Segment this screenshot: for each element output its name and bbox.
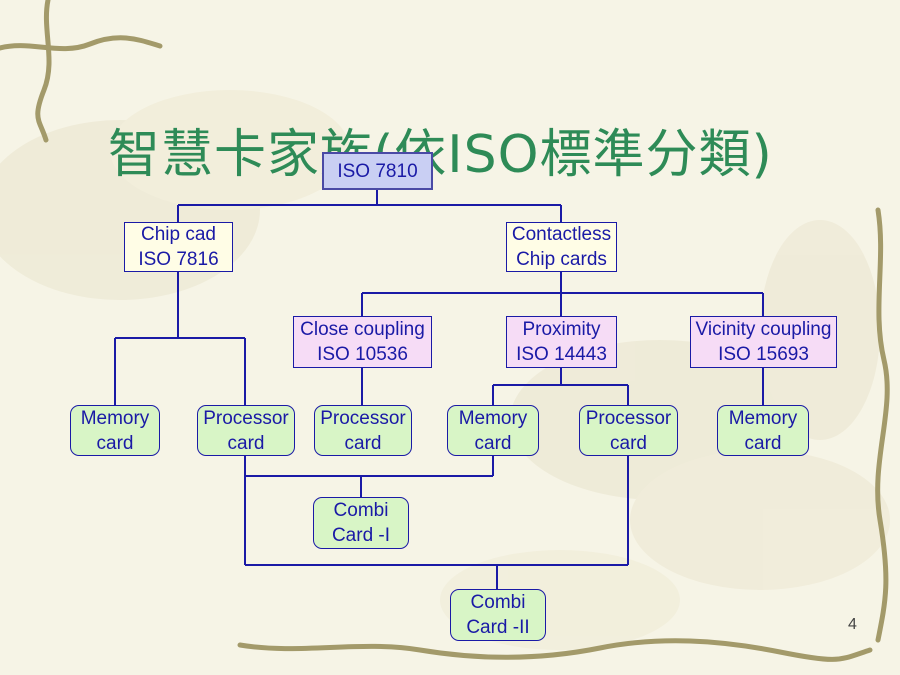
- connector-contactless-to-couplings: [361, 272, 764, 316]
- node-contactless: Contactless Chip cards: [506, 222, 617, 272]
- node-memory-card-vicinity: Memory card: [717, 405, 809, 456]
- node-proximity: Proximity ISO 14443: [506, 316, 617, 368]
- node-label: Combi: [470, 592, 526, 613]
- node-processor-card-contact: Processor card: [197, 405, 295, 456]
- connector-chip-to-cards: [114, 272, 246, 405]
- node-label: Proximity: [522, 319, 601, 340]
- node-label: card: [744, 432, 782, 454]
- node-label: Chip cad: [141, 224, 216, 245]
- node-label: Card -II: [466, 617, 530, 638]
- connector-root-to-level1: [177, 190, 562, 222]
- node-label: Combi: [333, 500, 389, 521]
- slide-title: 智慧卡家族(依ISO標準分類): [108, 125, 773, 185]
- node-label: Chip cards: [516, 249, 607, 270]
- node-iso-7810: ISO 7810: [322, 152, 433, 190]
- node-label: Processor: [320, 407, 406, 429]
- node-label: ISO 15693: [718, 344, 809, 365]
- node-label: Contactless: [511, 224, 612, 245]
- node-label: card: [610, 432, 647, 454]
- node-label: Memory: [80, 407, 150, 429]
- node-label: Vicinity coupling: [695, 319, 832, 340]
- node-label: Processor: [585, 407, 672, 429]
- node-close-coupling: Close coupling ISO 10536: [293, 316, 432, 368]
- node-label: card: [96, 432, 134, 454]
- node-label: Card -I: [331, 525, 391, 546]
- node-vicinity-coupling: Vicinity coupling ISO 15693: [690, 316, 837, 368]
- node-label: ISO 10536: [317, 344, 408, 365]
- node-combi-card-2: Combi Card -II: [450, 589, 546, 641]
- node-label: Close coupling: [300, 319, 425, 340]
- node-label: Memory: [728, 407, 798, 429]
- node-label: ISO 7816: [138, 249, 219, 270]
- node-memory-card-proximity: Memory card: [447, 405, 539, 456]
- node-processor-card-proximity: Processor card: [579, 405, 678, 456]
- node-label: Processor: [203, 407, 289, 429]
- connector-proximity-to-cards: [492, 368, 629, 405]
- node-label: card: [227, 432, 265, 454]
- node-label: ISO 14443: [516, 344, 607, 365]
- vine-decoration: [0, 0, 890, 662]
- node-chip-contact: Chip cad ISO 7816: [124, 222, 233, 272]
- connector-combi-1: [244, 456, 494, 497]
- connector-combi-2: [244, 456, 629, 589]
- node-processor-card-close: Processor card: [314, 405, 412, 456]
- node-label: ISO 7810: [337, 160, 418, 182]
- page-number: 4: [848, 616, 857, 633]
- node-label: card: [344, 432, 382, 454]
- node-label: Memory: [458, 407, 528, 429]
- node-combi-card-1: Combi Card -I: [313, 497, 409, 549]
- node-label: card: [474, 432, 512, 454]
- node-memory-card-contact: Memory card: [70, 405, 160, 456]
